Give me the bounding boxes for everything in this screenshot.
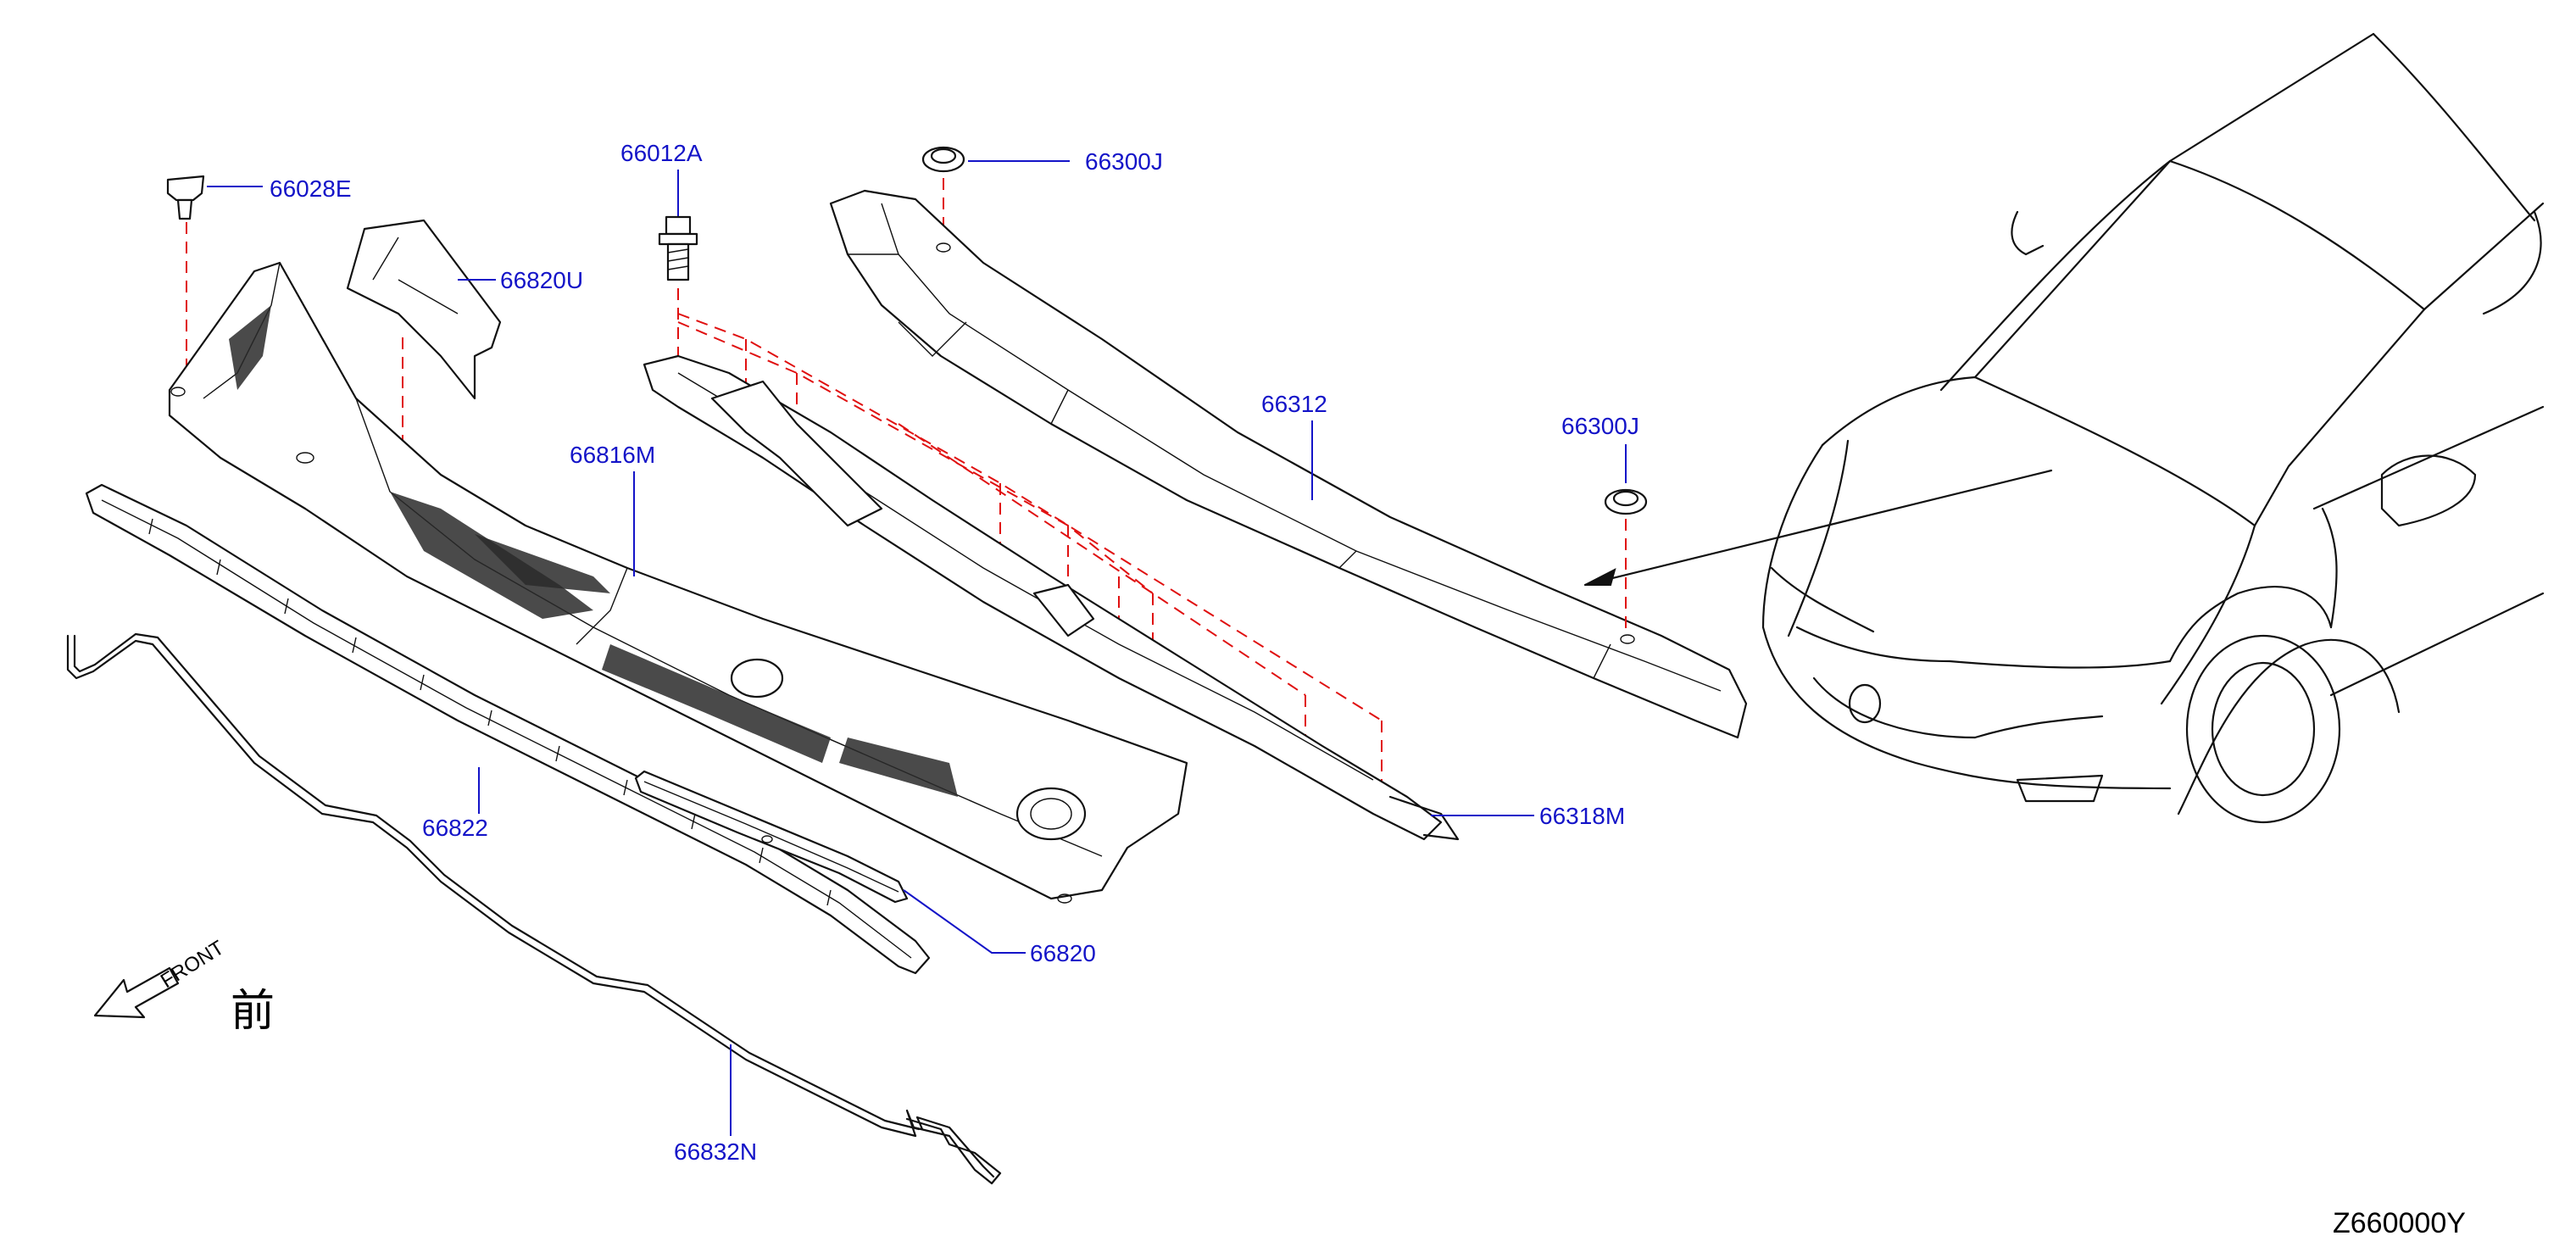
part-66300J-top: 66300J: [921, 146, 1163, 246]
label-66028E: 66028E: [270, 175, 352, 202]
label-66822: 66822: [422, 815, 488, 841]
part-66318M: 66318M: [643, 354, 1625, 841]
part-66028E: 66028E: [166, 175, 352, 381]
label-66820: 66820: [1030, 940, 1096, 966]
part-66820: 66820: [634, 770, 1096, 966]
part-66820U: 66820U: [346, 219, 583, 458]
label-66832N: 66832N: [674, 1138, 757, 1165]
label-66012A: 66012A: [620, 140, 703, 166]
label-66300J-top: 66300J: [1085, 148, 1163, 175]
label-66318M: 66318M: [1539, 803, 1625, 829]
diagram-code: Z660000Y: [2333, 1207, 2466, 1239]
front-label: FRONT: [157, 936, 229, 993]
part-66300J-right: 66300J: [1561, 413, 1648, 636]
part-66312: 66312: [829, 189, 1748, 739]
front-kanji: 前: [231, 986, 275, 1037]
front-indicator: FRONT 前: [93, 936, 275, 1037]
label-66816M: 66816M: [570, 442, 655, 468]
part-66832N: 66832N: [66, 632, 1002, 1185]
label-66300J-right: 66300J: [1561, 413, 1639, 439]
vehicle-outline: [1583, 32, 2545, 824]
label-66312: 66312: [1261, 391, 1327, 417]
part-66822: 66822: [85, 483, 931, 975]
label-66820U: 66820U: [500, 267, 583, 293]
part-66816M: 66816M: [168, 261, 1188, 904]
